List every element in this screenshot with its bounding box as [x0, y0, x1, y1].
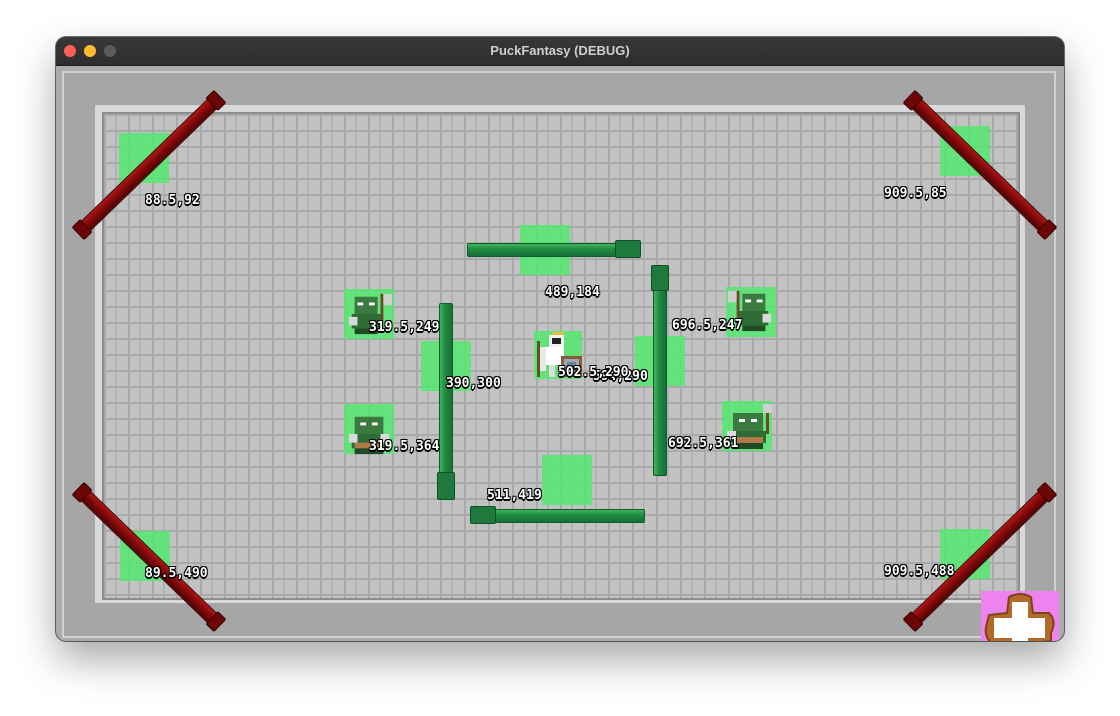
coord-label-enemy-bottom-right: 692.5,361 [668, 436, 739, 451]
coord-label-wall-bottom: 511,419 [487, 488, 542, 503]
title-bar[interactable]: PuckFantasy (DEBUG) [56, 37, 1064, 66]
game-window: PuckFantasy (DEBUG) [56, 37, 1064, 641]
window-title: PuckFantasy (DEBUG) [490, 43, 630, 58]
plus-icon [984, 593, 1055, 641]
heal-button[interactable] [981, 591, 1059, 641]
pipe-cap-bottom [470, 506, 496, 524]
coord-label-wall-top: 489,184 [545, 285, 600, 300]
coord-label-enemy-bottom-left: 319.5,364 [369, 439, 440, 454]
wall-hitbox-bottom [542, 455, 592, 505]
coord-label-wall-left: 390,300 [446, 376, 501, 391]
orc-with-axe-icon [728, 290, 772, 332]
knight-with-shield-icon [537, 332, 582, 377]
pipe-cap-right [651, 265, 669, 291]
pipe-cap-top [615, 240, 641, 258]
coord-label-corner-bottom-right: 909.5,488 [884, 564, 955, 579]
pipe-wall-bottom [471, 509, 645, 523]
game-canvas[interactable]: 88.5,92 909.5,85 89.5,490 909.5,488 489,… [56, 66, 1064, 641]
orc-with-axe-icon [727, 404, 772, 449]
orc-with-axe-icon [348, 416, 390, 455]
orc-with-axe-icon [348, 293, 392, 335]
pipe-cap-left [437, 472, 455, 500]
pipe-wall-left [439, 303, 453, 499]
close-window-button[interactable] [64, 45, 76, 57]
coord-label-corner-top-left: 88.5,92 [145, 193, 200, 208]
coord-label-enemy-top-left: 319.5,249 [369, 320, 440, 335]
coord-label-corner-top-right: 909.5,85 [884, 186, 947, 201]
maximize-window-button[interactable] [104, 45, 116, 57]
pipe-wall-right [653, 266, 667, 476]
minimize-window-button[interactable] [84, 45, 96, 57]
coord-label-overlap: 594,290 [593, 369, 648, 384]
coord-label-enemy-top-right: 696.5,247 [672, 318, 743, 333]
coord-label-player: 502.5,290 [558, 365, 629, 380]
coord-label-corner-bottom-left: 89.5,490 [145, 566, 208, 581]
